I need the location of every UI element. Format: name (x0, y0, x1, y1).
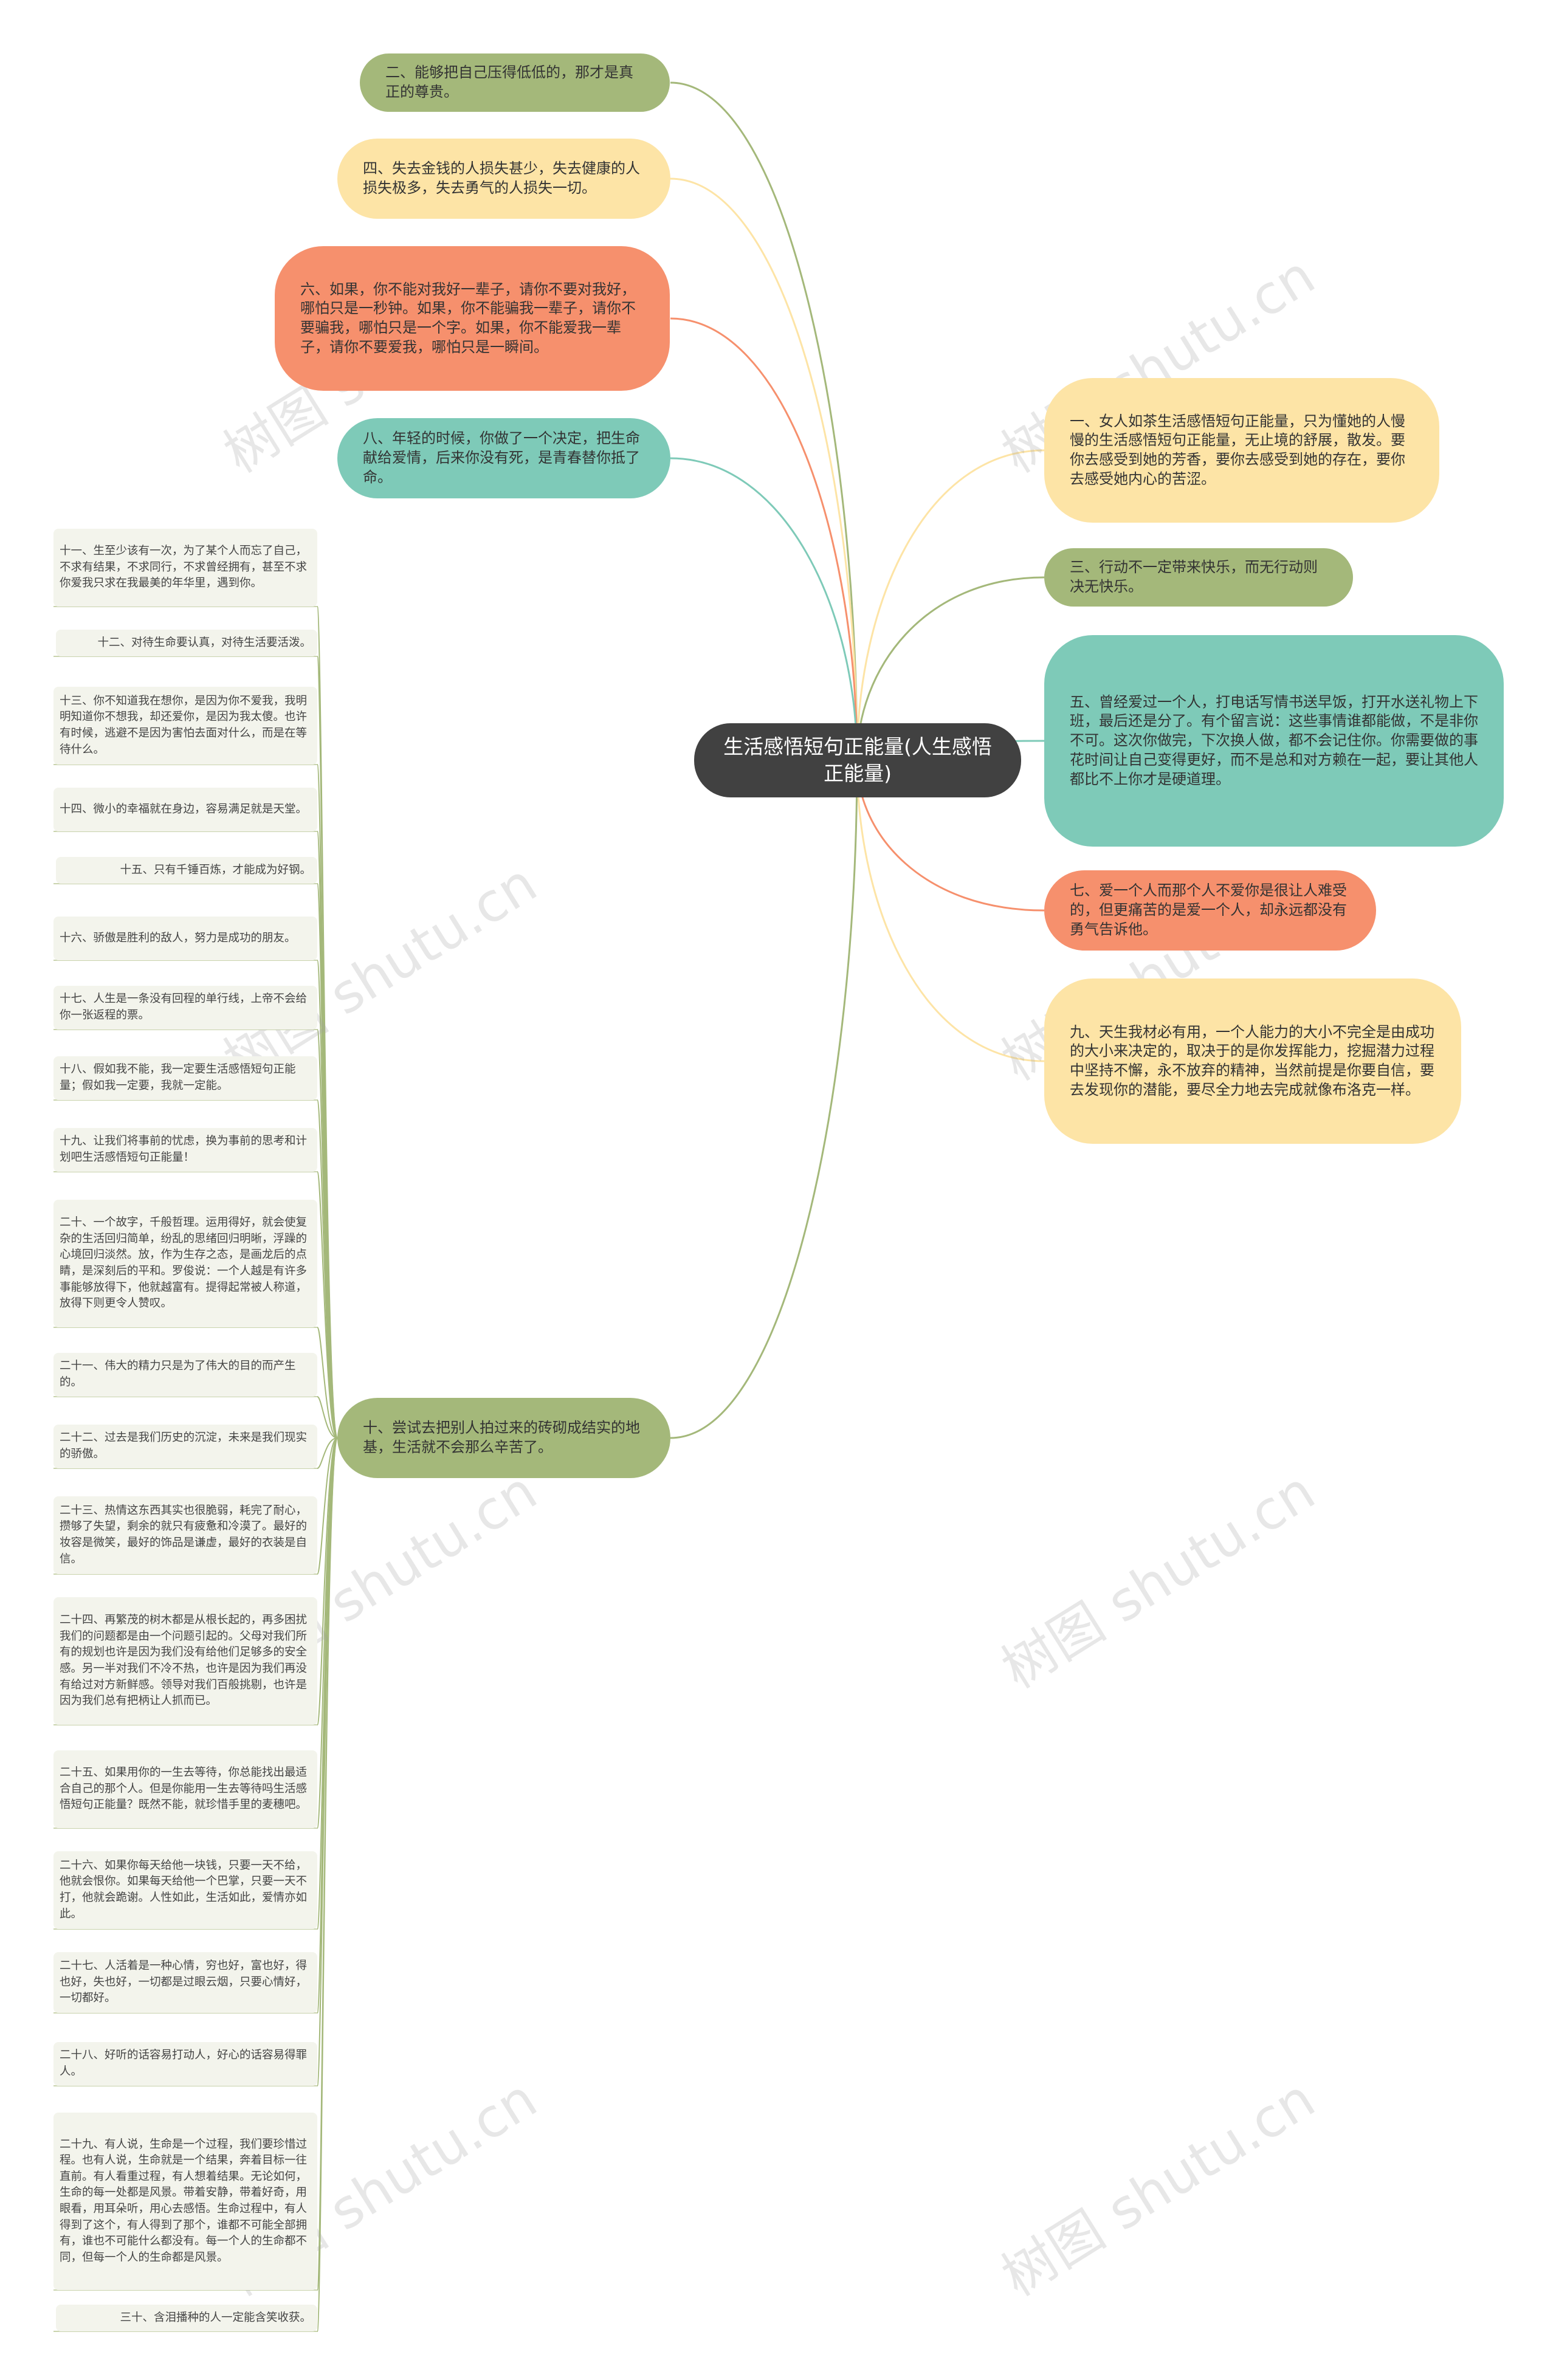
leaf-item[interactable]: 十一、生至少该有一次，为了某个人而忘了自己，不求有结果，不求同行，不求曾经拥有，… (53, 529, 317, 607)
leaf-item[interactable]: 二十三、热情这东西其实也很脆弱，耗完了耐心，攒够了失望，剩余的就只有疲惫和冷漠了… (53, 1496, 317, 1574)
leaf-item[interactable]: 二十四、再繁茂的树木都是从根长起的，再多困扰我们的问题都是由一个问题引起的。父母… (53, 1597, 317, 1725)
leaf-item[interactable]: 二十一、伟大的精力只是为了伟大的目的而产生的。 (53, 1353, 317, 1397)
branch-link (856, 760, 1045, 1062)
branch-4[interactable]: 四、失去金钱的人损失甚少，失去健康的人损失极多，失去勇气的人损失一切。 (337, 139, 670, 219)
leaf-item[interactable]: 十七、人生是一条没有回程的单行线，上帝不会给你一张返程的票。 (53, 986, 317, 1030)
leaf-item[interactable]: 二十九、有人说，生命是一个过程，我们要珍惜过程。也有人说，生命就是一个结果，奔着… (53, 2113, 317, 2290)
leaf-item[interactable]: 二十七、人活着是一种心情，穷也好，富也好，得也好，失也好，一切都是过眼云烟，只要… (53, 1952, 317, 2013)
leaf-item[interactable]: 二十八、好听的话容易打动人，好心的话容易得罪人。 (53, 2042, 317, 2086)
branch-link (670, 81, 858, 761)
leaf-item[interactable]: 二十六、如果你每天给他一块钱，只要一天不给，他就会恨你。如果每天给他一个巴掌，只… (53, 1851, 317, 1929)
branch-link (670, 760, 858, 1439)
branch-link (670, 317, 858, 761)
branch-9[interactable]: 九、天生我材必有用，一个人能力的大小不完全是由成功的大小来决定的，取决于的是你发… (1044, 978, 1461, 1144)
branch-1[interactable]: 一、女人如茶生活感悟短句正能量，只为懂她的人慢慢的生活感悟短句正能量，无止境的舒… (1044, 378, 1439, 523)
branch-3[interactable]: 三、行动不一定带来快乐，而无行动则决无快乐。 (1044, 548, 1353, 607)
leaf-item[interactable]: 二十五、如果用你的一生去等待，你总能找出最适合自己的那个人。但是你能用一生去等待… (53, 1750, 317, 1828)
branch-10[interactable]: 十、尝试去把别人拍过来的砖砌成结实的地基，生活就不会那么辛苦了。 (337, 1398, 670, 1478)
branch-link (670, 457, 858, 761)
leaf-link (317, 1437, 338, 2086)
leaf-link (317, 1437, 338, 2332)
leaf-item[interactable]: 十八、假如我不能，我一定要生活感悟短句正能量；假如我一定要，我就一定能。 (53, 1056, 317, 1100)
leaf-item[interactable]: 十三、你不知道我在想你，是因为你不爱我，我明明知道你不想我，却还爱你，是因为我太… (53, 687, 317, 765)
leaf-link (317, 1437, 338, 1829)
branch-8[interactable]: 八、年轻的时候，你做了一个决定，把生命献给爱情，后来你没有死，是青春替你抵了命。 (337, 418, 670, 498)
leaf-link (317, 1396, 338, 1439)
leaf-link (317, 1437, 338, 1725)
branch-link (856, 449, 1045, 761)
leaf-item[interactable]: 十四、微小的幸福就在身边，容易满足就是天堂。 (53, 788, 317, 831)
leaf-item[interactable]: 三十、含泪播种的人一定能含笑收获。 (56, 2305, 317, 2331)
leaf-item[interactable]: 二十、一个故字，千般哲理。运用得好，就会使复杂的生活回归简单，纷乱的思绪回归明晰… (53, 1200, 317, 1327)
branch-6[interactable]: 六、如果，你不能对我好一辈子，请你不要对我好，哪怕只是一秒钟。如果，你不能骗我一… (275, 246, 670, 391)
branch-link (670, 177, 858, 761)
branch-5[interactable]: 五、曾经爱过一个人，打电话写情书送早饭，打开水送礼物上下班，最后还是分了。有个留… (1044, 635, 1504, 847)
leaf-item[interactable]: 十五、只有千锤百炼，才能成为好钢。 (56, 857, 317, 884)
branch-link (856, 576, 1045, 761)
leaf-item[interactable]: 十六、骄傲是胜利的敌人，努力是成功的朋友。 (53, 917, 317, 960)
branch-7[interactable]: 七、爱一个人而那个人不爱你是很让人难受的，但更痛苦的是爱一个人，却永远都没有勇气… (1044, 870, 1376, 951)
leaf-link (317, 1099, 338, 1439)
branch-2[interactable]: 二、能够把自己压得低低的，那才是真正的尊贵。 (360, 53, 670, 112)
leaf-link (317, 1437, 338, 1469)
root-topic[interactable]: 生活感悟短句正能量(人生感悟正能量) (694, 723, 1021, 797)
leaf-item[interactable]: 二十二、过去是我们历史的沉淀，未来是我们现实的骄傲。 (53, 1425, 317, 1468)
leaf-link (317, 1327, 338, 1439)
leaf-link (317, 1437, 338, 1575)
leaf-item[interactable]: 十九、让我们将事前的忧虑，换为事前的思考和计划吧生活感悟短句正能量！ (53, 1128, 317, 1172)
leaf-link (317, 1171, 338, 1439)
leaf-item[interactable]: 十二、对待生命要认真，对待生活要活泼。 (56, 630, 317, 656)
